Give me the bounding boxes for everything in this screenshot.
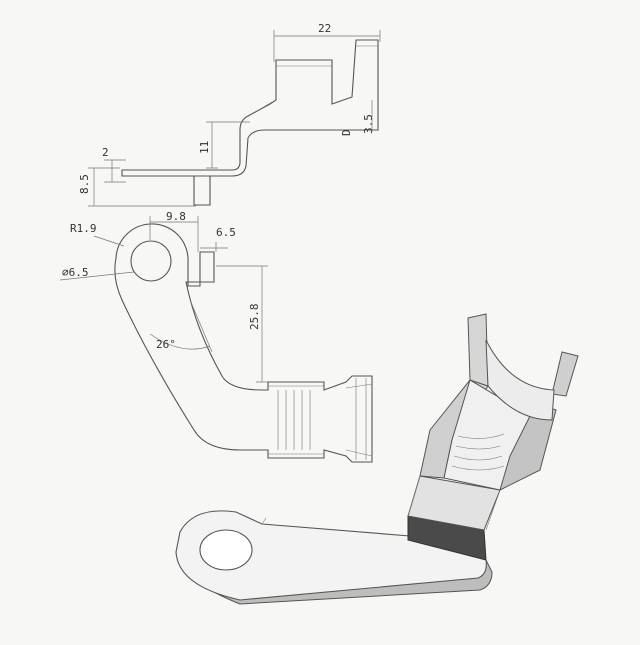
dim-label-22: 22 (318, 22, 331, 35)
dim-label-d: D (340, 129, 353, 136)
dim-label-258: 25.8 (248, 304, 261, 331)
top-view-hole (130, 240, 172, 282)
dim-label-35: 3.5 (362, 114, 375, 134)
side-view-inner-edge (261, 45, 378, 109)
iso-base-plate (175, 510, 487, 601)
iso-hole (199, 529, 253, 571)
dim-label-98: 9.8 (166, 210, 186, 223)
dim-label-angle: 26° (156, 338, 176, 351)
top-view: 9.8 6.5 R1.9 ⌀6.5 25.8 26° (59, 210, 373, 463)
iso-serrations (451, 433, 505, 471)
dim-line-65 (200, 242, 228, 252)
dim-line-85 (88, 167, 196, 207)
top-view-outline (114, 223, 373, 463)
dim-line-2 (104, 159, 126, 183)
leader-r19 (93, 235, 125, 247)
side-view-outline (121, 39, 379, 177)
dim-line-98 (149, 216, 199, 252)
isometric-view (175, 313, 579, 605)
dim-line-258 (216, 265, 268, 383)
dim-label-2: 2 (102, 146, 109, 159)
iso-rear-cradle (485, 339, 555, 421)
dim-line-22 (273, 30, 381, 62)
dim-label-85: 8.5 (78, 174, 91, 194)
dim-line-11 (206, 121, 250, 169)
top-view-ribs (268, 378, 373, 460)
dim-label-11: 11 (198, 141, 211, 154)
iso-edge-lines (261, 475, 501, 531)
dim-label-r19: R1.9 (70, 222, 97, 235)
iso-rear-tab-right (551, 351, 579, 397)
leader-hole (59, 271, 135, 281)
angle-arc (149, 299, 213, 353)
dim-label-65: 6.5 (216, 226, 236, 239)
dim-label-hole: ⌀6.5 (62, 266, 89, 279)
iso-rear-tab-left (467, 313, 489, 387)
side-view: 22 2 11 8.5 D 3.5 (78, 22, 381, 207)
side-view-tab (193, 176, 211, 206)
